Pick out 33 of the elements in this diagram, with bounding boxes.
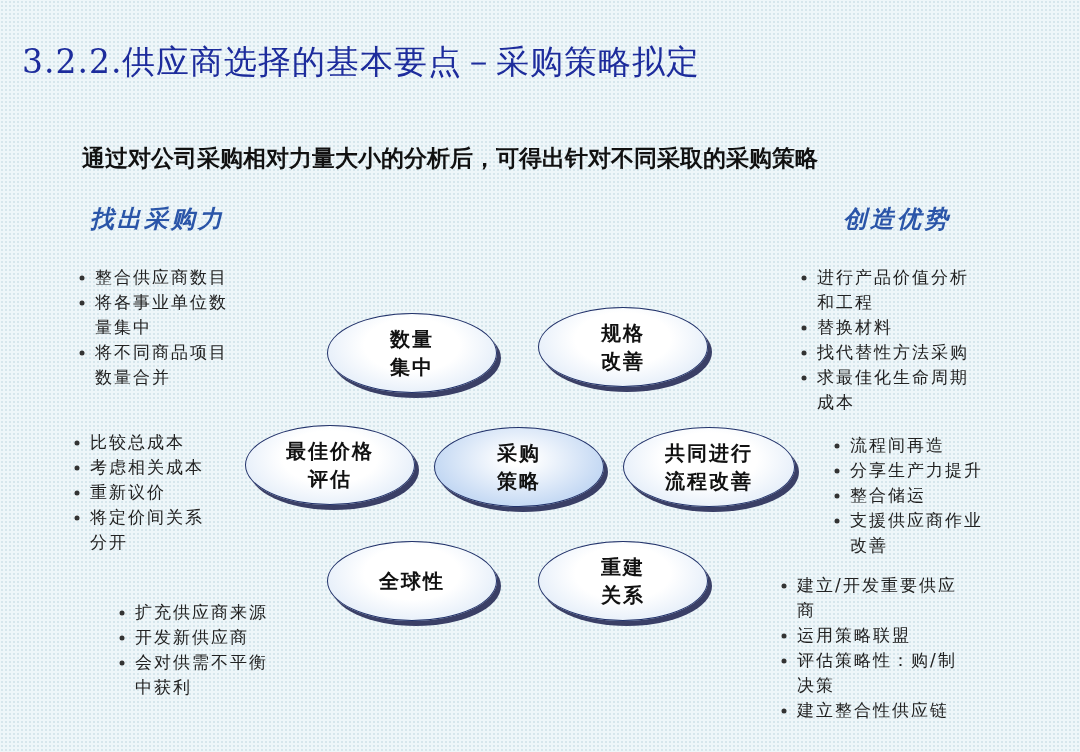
node-label: 最佳价格评估 (285, 438, 375, 493)
bullet-text: 求最佳化生命周期成本 (817, 367, 969, 412)
node-label: 共同进行流程改善 (664, 440, 754, 495)
bullet-text: 建立/开发重要供应商 (797, 575, 957, 620)
node-label: 采购策略 (496, 440, 542, 495)
bullet-text: 扩充供应商来源 (135, 602, 268, 622)
bullet-text: 重新议价 (90, 482, 166, 502)
section-heading: 创造优势 (843, 204, 951, 235)
node-label: 全球性 (378, 568, 446, 595)
bullet-text: 考虑相关成本 (90, 457, 204, 477)
bullet-text: 会对供需不平衡中获利 (135, 652, 268, 697)
bullet-text: 整合供应商数目 (95, 267, 228, 287)
bullet-text: 替换材料 (817, 317, 893, 337)
bullet-text: 评估策略性：购/制决策 (797, 650, 957, 695)
bullet-text: 将各事业单位数量集中 (95, 292, 228, 337)
bullet-text: 运用策略联盟 (797, 625, 911, 645)
bullet-text: 建立整合性供应链 (797, 700, 949, 720)
bullet-text: 进行产品价值分析和工程 (817, 267, 969, 312)
bullet-text: 将不同商品项目数量合并 (95, 342, 228, 387)
slide-title: 3.2.2.供应商选择的基本要点－采购策略拟定 (22, 41, 701, 83)
bullet-text: 整合储运 (850, 485, 926, 505)
bullet-text: 分享生产力提升 (850, 460, 983, 480)
node-label: 重建关系 (600, 554, 646, 609)
subtitle: 通过对公司采购相对力量大小的分析后，可得出针对不同采取的采购策略 (82, 144, 818, 173)
node-label: 规格改善 (600, 320, 646, 375)
bullet-text: 支援供应商作业改善 (850, 510, 983, 555)
bullet-text: 找代替性方法采购 (817, 342, 969, 362)
bullet-text: 开发新供应商 (135, 627, 249, 647)
bullet-text: 流程间再造 (850, 435, 945, 455)
node-label: 数量集中 (389, 326, 435, 381)
section-heading: 找出采购力 (90, 204, 225, 235)
bullet-text: 比较总成本 (90, 432, 185, 452)
bullet-text: 将定价间关系分开 (90, 507, 204, 552)
